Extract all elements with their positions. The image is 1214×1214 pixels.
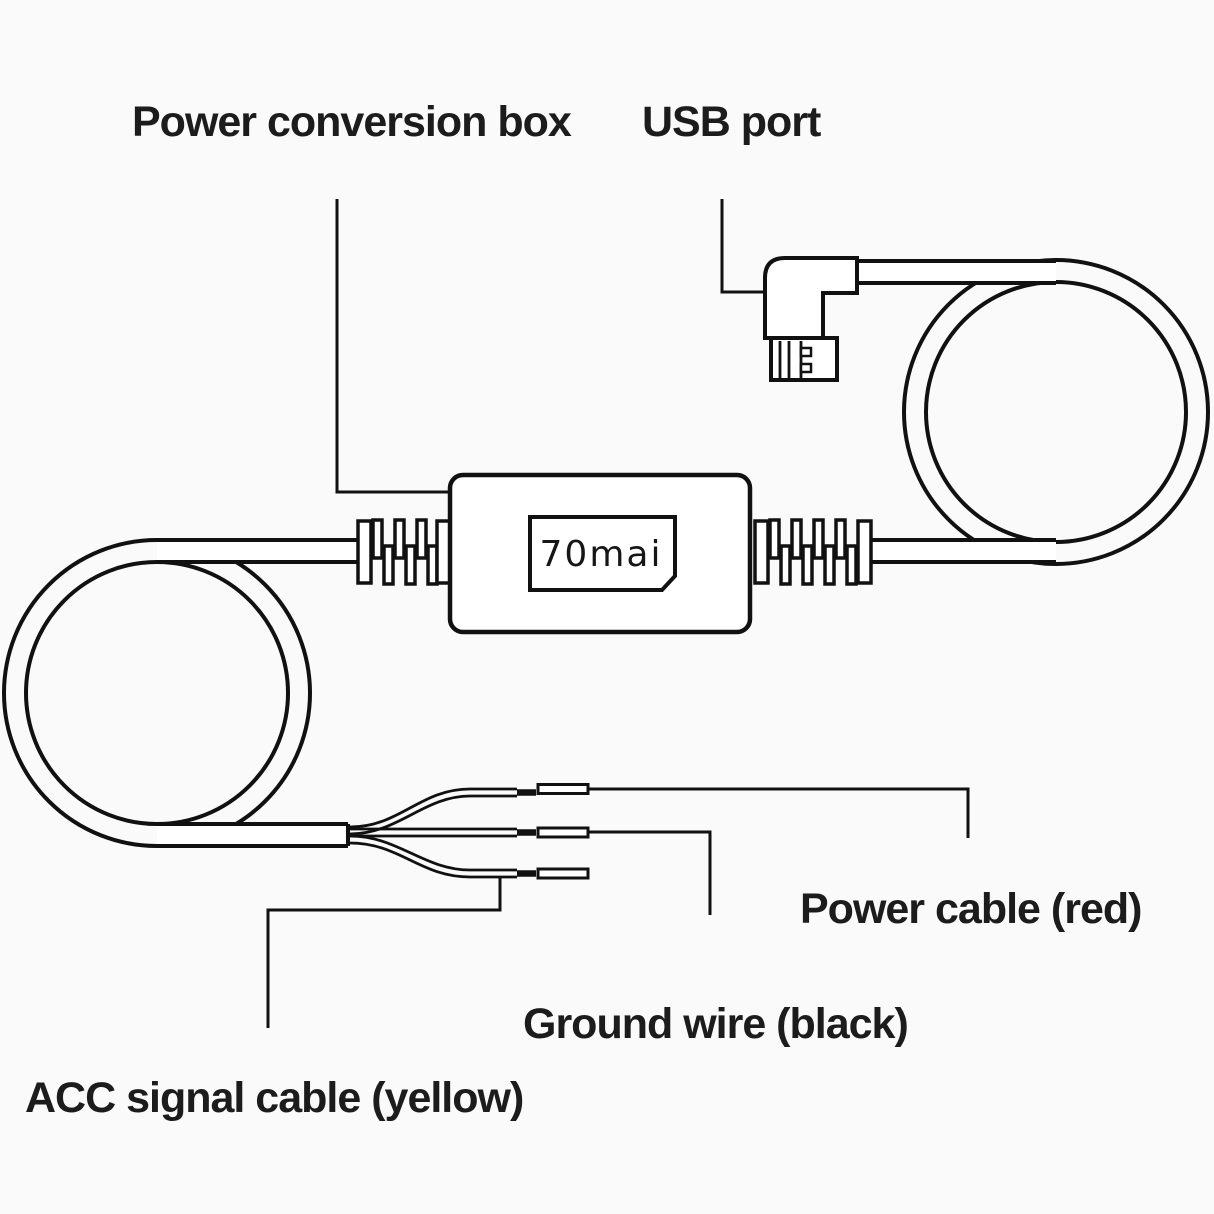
- strain-relief-rib: [404, 544, 417, 586]
- leader-power-cable: [588, 787, 970, 838]
- usb-plug-notch: [799, 346, 813, 358]
- logo-plate: [528, 515, 677, 592]
- acc-wire-terminal: [536, 867, 590, 880]
- ground-wire-terminal: [536, 826, 590, 839]
- label-usb-port: USB port: [642, 98, 821, 146]
- power-wire: [349, 787, 517, 829]
- strain-relief-rib: [812, 518, 825, 560]
- strain-relief-rib: [415, 518, 428, 560]
- leader-power-conversion-box: [335, 199, 450, 494]
- leader-usb-port: [720, 199, 765, 294]
- right-loop-outer: [902, 258, 1210, 566]
- label-acc-cable: ACC signal cable (yellow): [25, 1074, 523, 1122]
- strain-relief-rib: [753, 519, 770, 585]
- cable-over-loop-mask: [866, 542, 1056, 560]
- strain-relief-left: [356, 518, 452, 586]
- strain-relief-rib: [845, 544, 858, 586]
- left-cable-loop: [2, 538, 364, 848]
- leader-acc-cable: [266, 877, 502, 1028]
- usb-connector-body: [763, 256, 859, 340]
- acc-wire: [349, 834, 517, 872]
- usb-connector: [763, 256, 859, 382]
- strain-relief-rib: [356, 519, 373, 585]
- power-wire: [349, 794, 517, 836]
- right-cable-loop: [857, 258, 1210, 566]
- left-loop-inner: [24, 560, 290, 826]
- strain-relief-rib: [393, 518, 406, 560]
- strain-relief-rib: [801, 544, 814, 586]
- acc-wire: [349, 841, 517, 879]
- strain-relief-rib: [790, 518, 803, 560]
- wire-split: [349, 783, 590, 880]
- strain-relief-rib: [779, 544, 792, 586]
- strain-relief-rib: [834, 518, 847, 560]
- power-conversion-box: 70mai: [447, 472, 753, 635]
- label-power-conversion-box: Power conversion box: [132, 98, 572, 146]
- strain-relief-rib: [823, 544, 836, 586]
- strain-relief-rib: [768, 518, 781, 560]
- label-ground-wire: Ground wire (black): [523, 1000, 908, 1048]
- strain-relief-rib: [856, 519, 873, 585]
- leader-ground-wire: [588, 830, 712, 915]
- strain-relief-rib: [382, 544, 395, 586]
- label-power-cable: Power cable (red): [800, 885, 1141, 933]
- strain-relief-right: [753, 518, 873, 586]
- strain-relief-rib: [371, 518, 384, 560]
- left-loop-outer: [2, 538, 312, 848]
- cable-over-loop-mask: [857, 263, 1056, 281]
- power-wire-terminal: [536, 783, 590, 795]
- right-loop-inner: [924, 280, 1188, 544]
- cable-over-loop-mask: [157, 826, 346, 844]
- cable-over-loop-mask: [157, 542, 364, 560]
- brand-logo: 70mai: [540, 534, 663, 575]
- usb-plug-notch: [799, 362, 813, 374]
